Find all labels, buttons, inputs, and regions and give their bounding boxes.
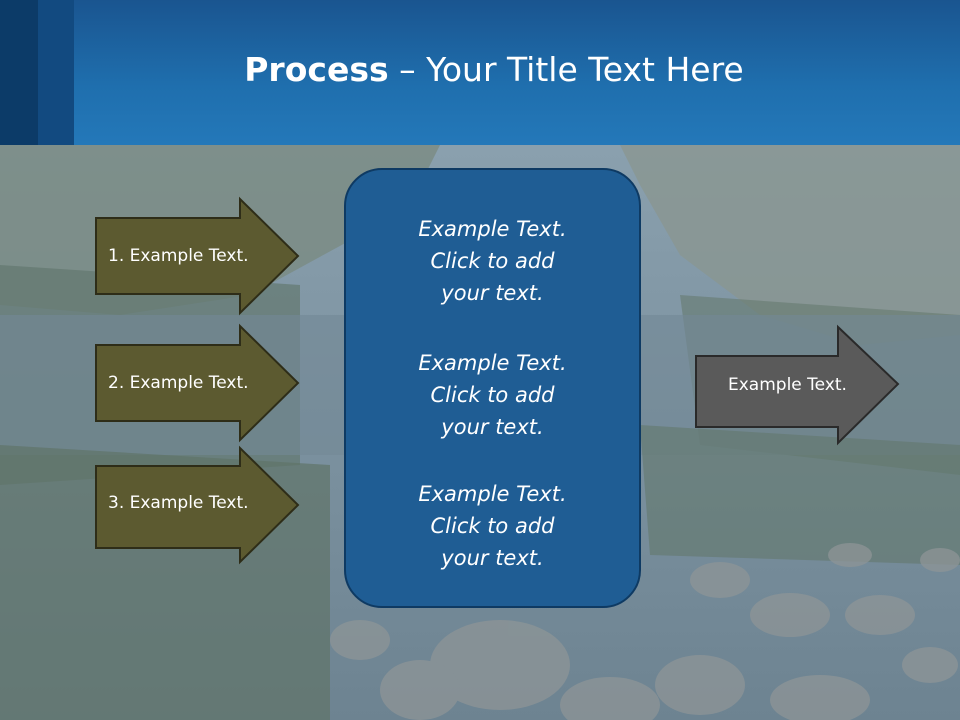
center-process-box[interactable]: Example Text. Click to add your text. Ex…	[344, 168, 641, 608]
title-band-accent-dark	[0, 0, 38, 145]
arrow-shape-icon	[95, 445, 300, 565]
title-rest: – Your Title Text Here	[388, 50, 744, 89]
output-arrow[interactable]: Example Text.	[695, 324, 900, 446]
input-arrow-2[interactable]: 2. Example Text.	[95, 323, 300, 443]
input-arrow-2-label: 2. Example Text.	[108, 373, 249, 393]
title-bold: Process	[244, 50, 389, 89]
input-arrow-1-label: 1. Example Text.	[108, 246, 249, 266]
arrow-shape-icon	[95, 196, 300, 316]
input-arrow-1[interactable]: 1. Example Text.	[95, 196, 300, 316]
arrow-shape-icon	[695, 324, 900, 446]
input-arrow-3[interactable]: 3. Example Text.	[95, 445, 300, 565]
title-band-accent	[38, 0, 74, 145]
slide-title[interactable]: Process – Your Title Text Here	[74, 50, 914, 89]
title-band: Process – Your Title Text Here	[0, 0, 960, 145]
input-arrow-3-label: 3. Example Text.	[108, 493, 249, 513]
center-text-1: Example Text. Click to add your text.	[418, 217, 567, 305]
center-text-3: Example Text. Click to add your text.	[418, 482, 567, 570]
output-arrow-label: Example Text.	[728, 375, 847, 395]
arrow-shape-icon	[95, 323, 300, 443]
center-text-2: Example Text. Click to add your text.	[418, 351, 567, 439]
